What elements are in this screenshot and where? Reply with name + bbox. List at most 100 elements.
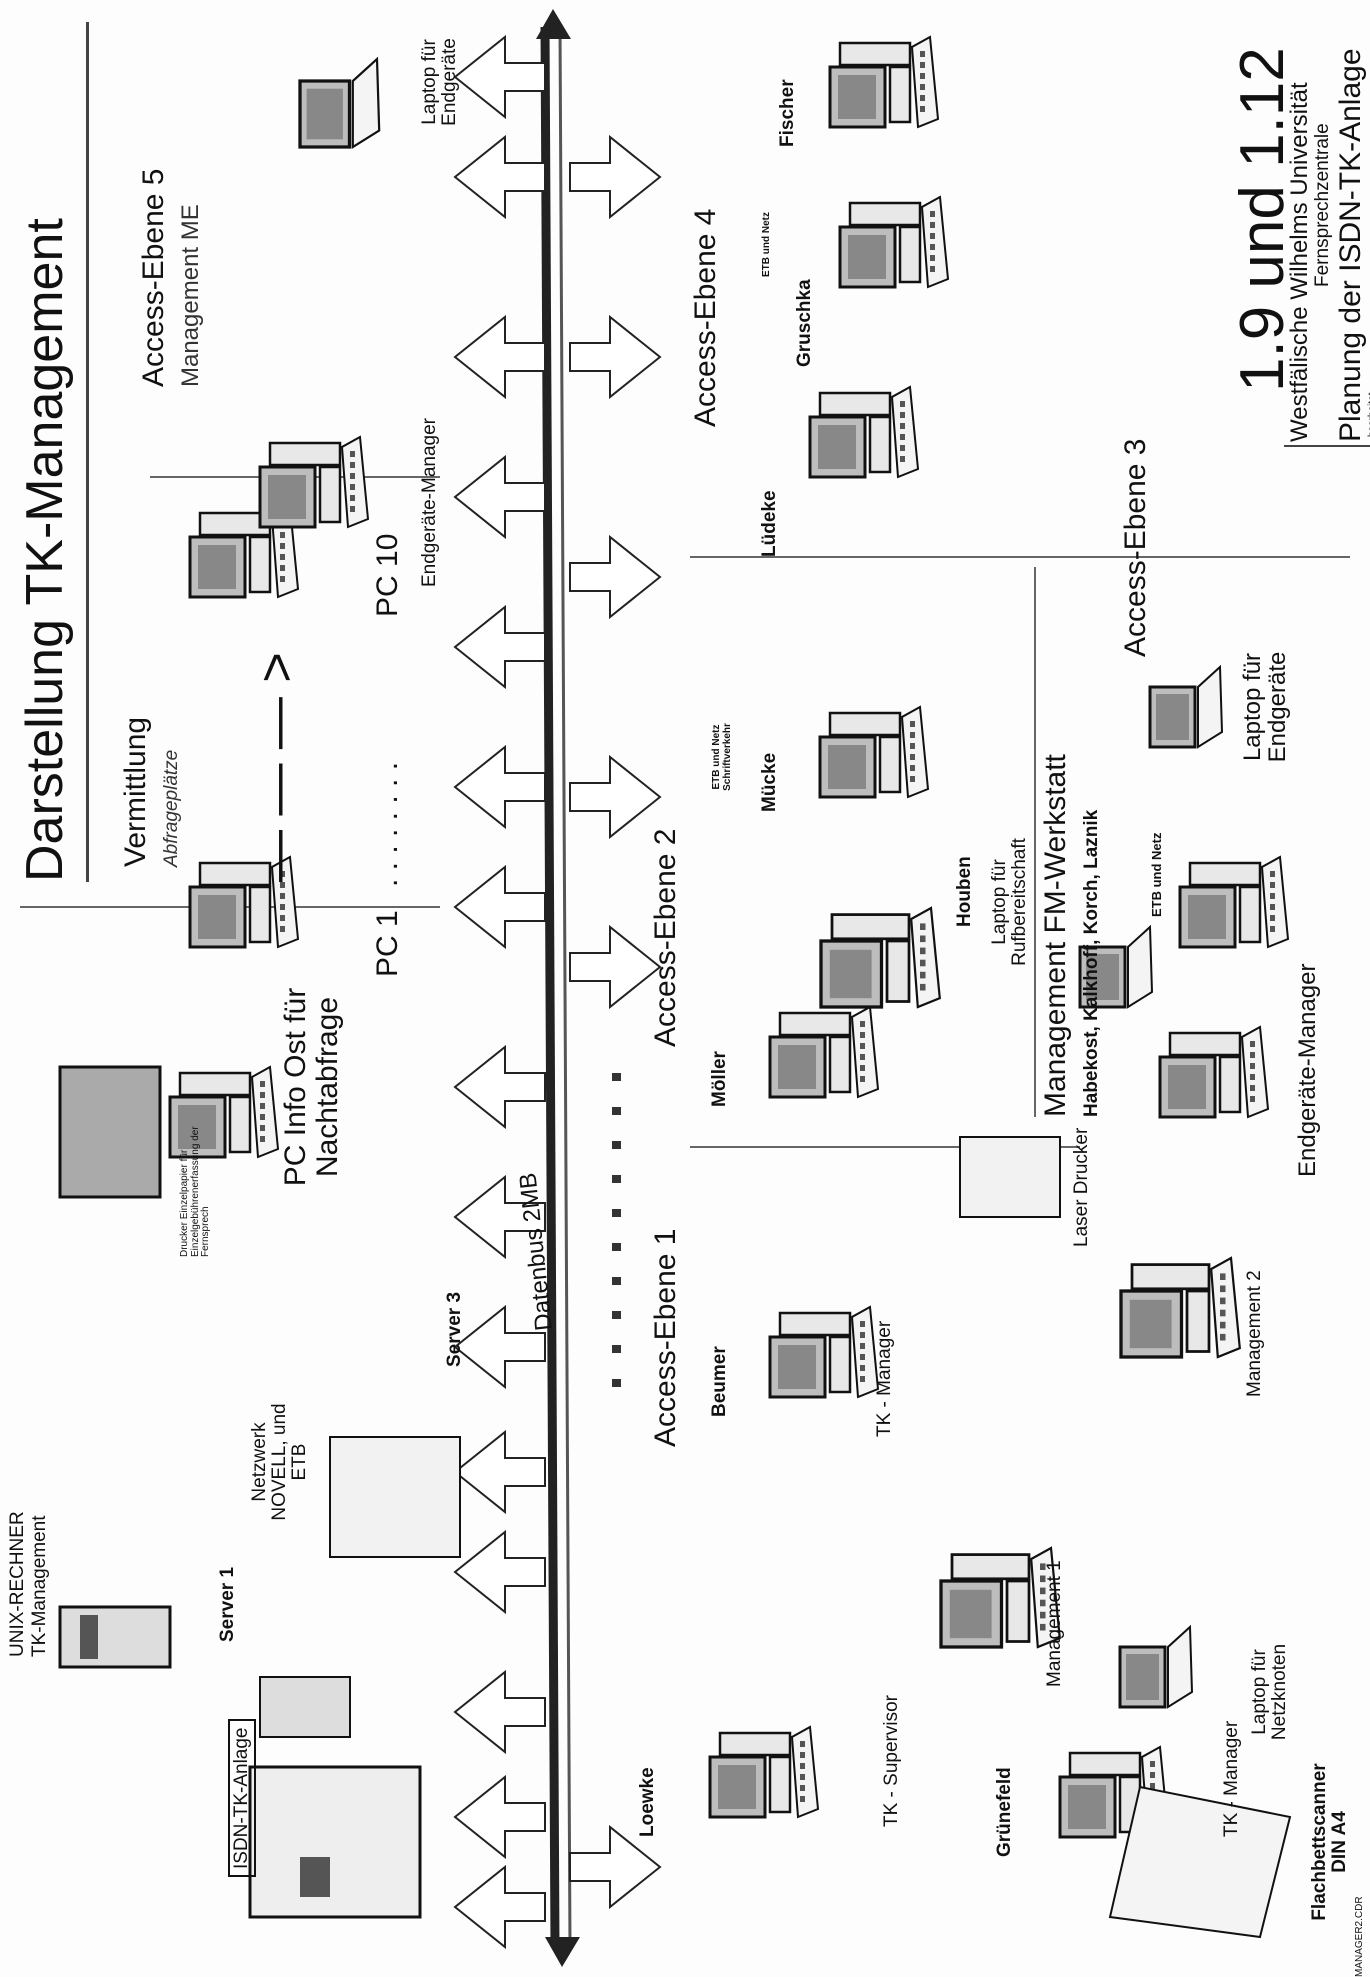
fm-title: Management FM-Werkstatt xyxy=(1039,754,1072,1117)
bus-arrow-down xyxy=(569,924,662,1010)
bus-arrow-down xyxy=(569,534,662,620)
org-line1: Westfälische Wilhelms Universität xyxy=(1286,82,1313,442)
pc1-label: PC 1 xyxy=(371,910,404,977)
bus-dot-marker xyxy=(612,1345,621,1353)
pc-loewke xyxy=(708,1725,820,1819)
data-bus-line xyxy=(540,26,560,1948)
bus-arrow-up xyxy=(453,314,546,400)
bus-arrow-up xyxy=(453,1774,546,1860)
pc-fm-1 xyxy=(1158,1025,1270,1119)
laser-printer xyxy=(959,1136,1061,1218)
bus-dot-marker xyxy=(612,1209,621,1217)
bus-dot-marker xyxy=(612,1311,621,1319)
bus-arrow-up xyxy=(453,34,546,120)
pc-1 xyxy=(188,855,300,949)
drucker-note: Drucker Einzelpapier für Einzelgebührene… xyxy=(179,1126,211,1257)
fischer-label: Fischer xyxy=(777,79,798,147)
access3-heading: Access-Ebene 3 xyxy=(1119,438,1152,657)
bus-arrow-up xyxy=(453,1044,546,1130)
isdn-module xyxy=(259,1676,351,1738)
title-underline xyxy=(86,22,89,882)
bus-dot-marker xyxy=(612,1379,621,1387)
server1-title1: UNIX-RECHNER xyxy=(7,1511,28,1657)
muecke-label: Mücke xyxy=(759,752,780,812)
bus-arrow-down xyxy=(569,754,662,840)
isdn-label: ISDN-TK-Anlage xyxy=(228,1719,256,1877)
fm-laptop-label: Laptop für Endgeräte xyxy=(1239,651,1292,763)
bus-arrow-up xyxy=(453,744,546,830)
fm-etb-label: ETB und Netz xyxy=(1149,832,1164,918)
beumer-label: Beumer xyxy=(709,1346,730,1417)
netzwerk-label: Netzwerk NOVELL, und ETB xyxy=(249,1403,310,1521)
pc10-label: PC 10 xyxy=(371,533,404,617)
title-block-line xyxy=(1284,445,1370,447)
laptop-endgeraete xyxy=(298,56,381,149)
access2-heading: Access-Ebene 2 xyxy=(649,828,682,1047)
laptop-netz-label: Laptop für Netzknoten xyxy=(1249,1643,1290,1741)
bus-arrow-right xyxy=(536,9,571,39)
bus-arrow-up xyxy=(453,1864,546,1950)
bus-arrow-up xyxy=(453,454,546,540)
org-line2: Fernsprechzentrale xyxy=(1312,123,1333,287)
arrow-dashes: — — — > xyxy=(248,652,306,882)
pc-dots: . . . . . . . . xyxy=(371,761,404,887)
filename-label: MANAGER2.CDR xyxy=(1354,1896,1365,1977)
isdn-cabinet xyxy=(248,1765,422,1919)
access1-heading: Access-Ebene 1 xyxy=(649,1228,682,1447)
laptop-ruf-label: Laptop für Rufbereitschaft xyxy=(989,838,1030,966)
bus-dot-marker xyxy=(612,1277,621,1285)
tk-manager-a-label: TK - Manager xyxy=(1221,1720,1242,1837)
bus-arrow-up xyxy=(453,134,546,220)
access4-etb-label: ETB und Netz xyxy=(761,212,772,277)
flachbettscanner xyxy=(1108,1785,1292,1939)
pc-info-ost xyxy=(168,1065,280,1159)
management2-label: Management 2 xyxy=(1244,1270,1265,1397)
vermittlung-sub: Abfrageplätze xyxy=(161,749,182,867)
diagram-title: Darstellung TK-Management xyxy=(16,218,74,882)
server3-box xyxy=(329,1436,461,1558)
bus-arrow-up xyxy=(453,1174,546,1260)
pc-moeller xyxy=(768,1005,880,1099)
pc-gruschka xyxy=(838,195,950,289)
laptop-ruf xyxy=(1078,924,1154,1009)
supervisor-label: TK - Supervisor xyxy=(881,1695,902,1827)
bus-arrow-up xyxy=(453,1669,546,1755)
server1-title2: TK-Management xyxy=(29,1515,50,1657)
data-bus-line-inner xyxy=(558,26,572,1948)
gruschka-label: Gruschka xyxy=(794,279,815,367)
bus-dot-marker xyxy=(612,1073,621,1081)
pc-fm-2 xyxy=(1178,855,1290,949)
pc-beumer xyxy=(768,1305,880,1399)
bus-arrow-down xyxy=(569,1824,662,1910)
bus-arrow-up xyxy=(453,1429,546,1515)
bus-arrow-down xyxy=(569,134,662,220)
pc-luedeke xyxy=(808,385,920,479)
laser-label: Laser Drucker xyxy=(1071,1127,1092,1247)
access5-heading: Access-Ebene 5 xyxy=(137,168,170,387)
access4-heading: Access-Ebene 4 xyxy=(689,208,722,427)
pc-fischer xyxy=(828,35,940,129)
access5-endgeraete-label: Endgeräte-Manager xyxy=(419,418,440,587)
moeller-label: Möller xyxy=(709,1051,730,1107)
server3-label: Server 3 xyxy=(444,1291,465,1367)
laptop-netz xyxy=(1118,1624,1194,1709)
drucker-box xyxy=(58,1065,162,1199)
pc-info-label: PC Info Ost für Nachtabfrage xyxy=(279,987,344,1187)
access5-sub: Management ME xyxy=(177,204,204,387)
bus-arrow-up xyxy=(453,864,546,950)
server1-drive xyxy=(80,1615,98,1659)
bus-arrow-left xyxy=(545,1937,580,1967)
server1-label: Server 1 xyxy=(217,1566,238,1642)
fm-names: Habekost, Kalkhoff, Korch, Laznik xyxy=(1081,809,1102,1117)
access5-laptop-label: Laptop für Endgeräte xyxy=(419,38,460,126)
loewke-label: Loewke xyxy=(637,1767,658,1837)
server1-tower xyxy=(58,1605,172,1669)
bus-dot-marker xyxy=(612,1107,621,1115)
bus-dot-marker xyxy=(612,1243,621,1251)
laptop-fm xyxy=(1148,664,1224,749)
houben-label: Houben xyxy=(954,856,975,927)
pc-management2 xyxy=(1119,1256,1241,1359)
